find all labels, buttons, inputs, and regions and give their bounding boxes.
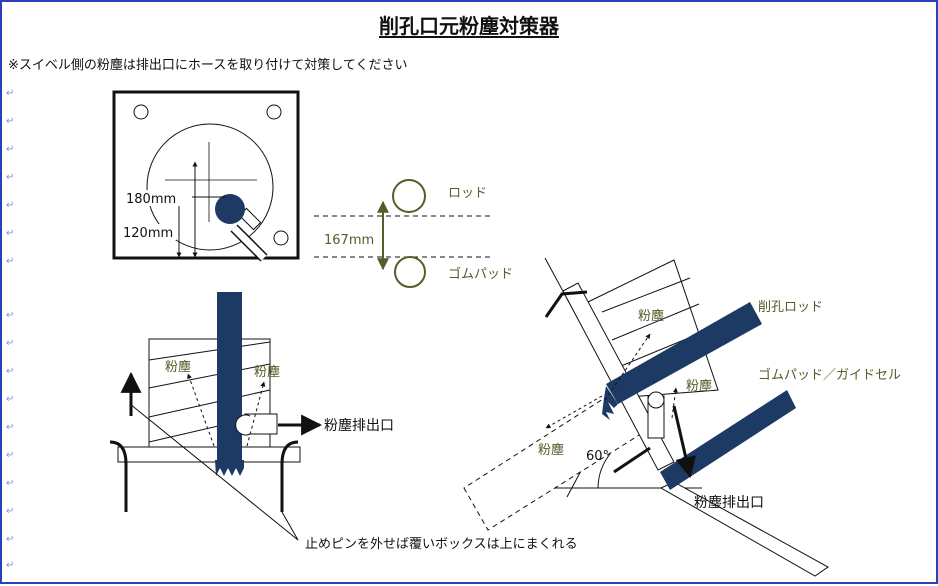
dim-label-bg xyxy=(120,224,176,240)
paragraph-mark: ↵ xyxy=(6,394,15,405)
outlet-opening xyxy=(235,414,251,436)
rod-circle xyxy=(392,179,426,213)
paragraph-mark: ↵ xyxy=(6,172,15,183)
tilted-spiral xyxy=(611,303,700,341)
swivel-dust-note: ※スイベル側の粉塵は排出口にホースを取り付けて対策してください xyxy=(8,58,408,73)
tilted-spiral xyxy=(601,277,691,313)
pad-guide-label: ゴムパッド／ガイドセル xyxy=(758,367,901,383)
paragraph-mark: ↵ xyxy=(6,534,15,545)
spiral-line xyxy=(148,341,271,361)
paragraph-mark: ↵ xyxy=(6,450,15,461)
dust-label-left: 粉塵 xyxy=(165,360,191,375)
paragraph-mark: ↵ xyxy=(6,116,15,127)
pad-label: ゴムパッド xyxy=(448,266,513,282)
rod-pad-view: 167mm ロッド ゴムパッド xyxy=(314,179,513,288)
pin-note: 止めピンを外せば覆いボックスは上にまくれる xyxy=(305,537,578,552)
paragraph-mark: ↵ xyxy=(6,506,15,517)
cover-ring xyxy=(146,123,274,251)
bolt-hole xyxy=(266,104,282,120)
tilted-dust-left-label: 粉塵 xyxy=(538,443,564,458)
tilted-outlet-label: 粉塵排出口 xyxy=(694,494,764,511)
drill-rod xyxy=(217,292,242,460)
paragraph-mark: ↵ xyxy=(6,366,15,377)
tilted-drill-rod xyxy=(606,302,762,404)
rod-hole xyxy=(215,194,245,224)
dim-120-label: 120mm xyxy=(123,226,173,241)
guide-rail xyxy=(562,282,675,471)
tilted-dust-arrow xyxy=(604,333,651,401)
paragraph-mark: ↵ xyxy=(6,256,15,267)
paragraph-mark: ↵ xyxy=(6,144,15,155)
angle-label: 60° xyxy=(586,449,609,464)
outlet-pipe-inner xyxy=(231,225,267,261)
tilted-dust-arrow xyxy=(671,387,678,419)
angle-arc xyxy=(597,453,611,489)
paragraph-mark: ↵ xyxy=(6,310,15,321)
right-leg xyxy=(280,440,299,512)
paragraph-mark: ↵ xyxy=(6,422,15,433)
base-plate xyxy=(117,446,301,463)
paragraph-mark: ↵ xyxy=(6,478,15,489)
tilted-drill-bit xyxy=(602,386,618,420)
dust-flow-arrow xyxy=(246,381,266,447)
pin-leader-line xyxy=(129,403,299,541)
pin-leader-line xyxy=(281,511,299,541)
tilted-outlet-opening xyxy=(647,391,665,409)
drill-rod-label: 削孔ロッド xyxy=(758,300,823,315)
tilted-dust-mid-label: 粉塵 xyxy=(686,379,712,394)
dust-flow-arrow xyxy=(187,373,215,447)
drill-bit xyxy=(215,460,244,476)
projected-box-outline xyxy=(463,382,653,531)
bolt-hole xyxy=(273,230,289,246)
dim-180-label: 180mm xyxy=(126,192,176,207)
dim-167-label: 167mm xyxy=(324,233,374,248)
paragraph-mark: ↵ xyxy=(6,560,15,571)
front-view: 粉塵 粉塵 粉塵排出口 xyxy=(109,292,394,512)
dust-label-right: 粉塵 xyxy=(254,365,280,380)
tilted-dust-top-label: 粉塵 xyxy=(638,309,664,324)
paragraph-mark: ↵ xyxy=(6,338,15,349)
top-view: 180mm 120mm xyxy=(112,90,300,262)
paragraph-mark: ↵ xyxy=(6,88,15,99)
pad-circle xyxy=(394,256,426,288)
spiral-line xyxy=(148,389,271,418)
paragraph-mark: ↵ xyxy=(6,228,15,239)
left-leg xyxy=(109,440,128,512)
tilted-outlet-arrow xyxy=(672,405,697,479)
bolt-hole xyxy=(133,104,149,120)
rail-clamp xyxy=(544,290,588,318)
tilted-dust-arrow xyxy=(545,395,603,429)
page-title-text: 削孔口元粉塵対策器 xyxy=(379,14,559,38)
page-title: 削孔口元粉塵対策器 xyxy=(2,10,936,39)
outlet-label: 粉塵排出口 xyxy=(324,417,394,434)
paragraph-mark: ↵ xyxy=(6,200,15,211)
rail-clamp xyxy=(613,446,651,474)
rod-label: ロッド xyxy=(448,186,487,201)
spiral-line xyxy=(148,363,271,389)
dim-label-bg xyxy=(120,190,192,206)
tilted-view: 粉塵 粉塵 粉塵 60° 削孔ロッド ゴムパッド／ガイドセル 粉塵排出口 xyxy=(463,257,901,577)
